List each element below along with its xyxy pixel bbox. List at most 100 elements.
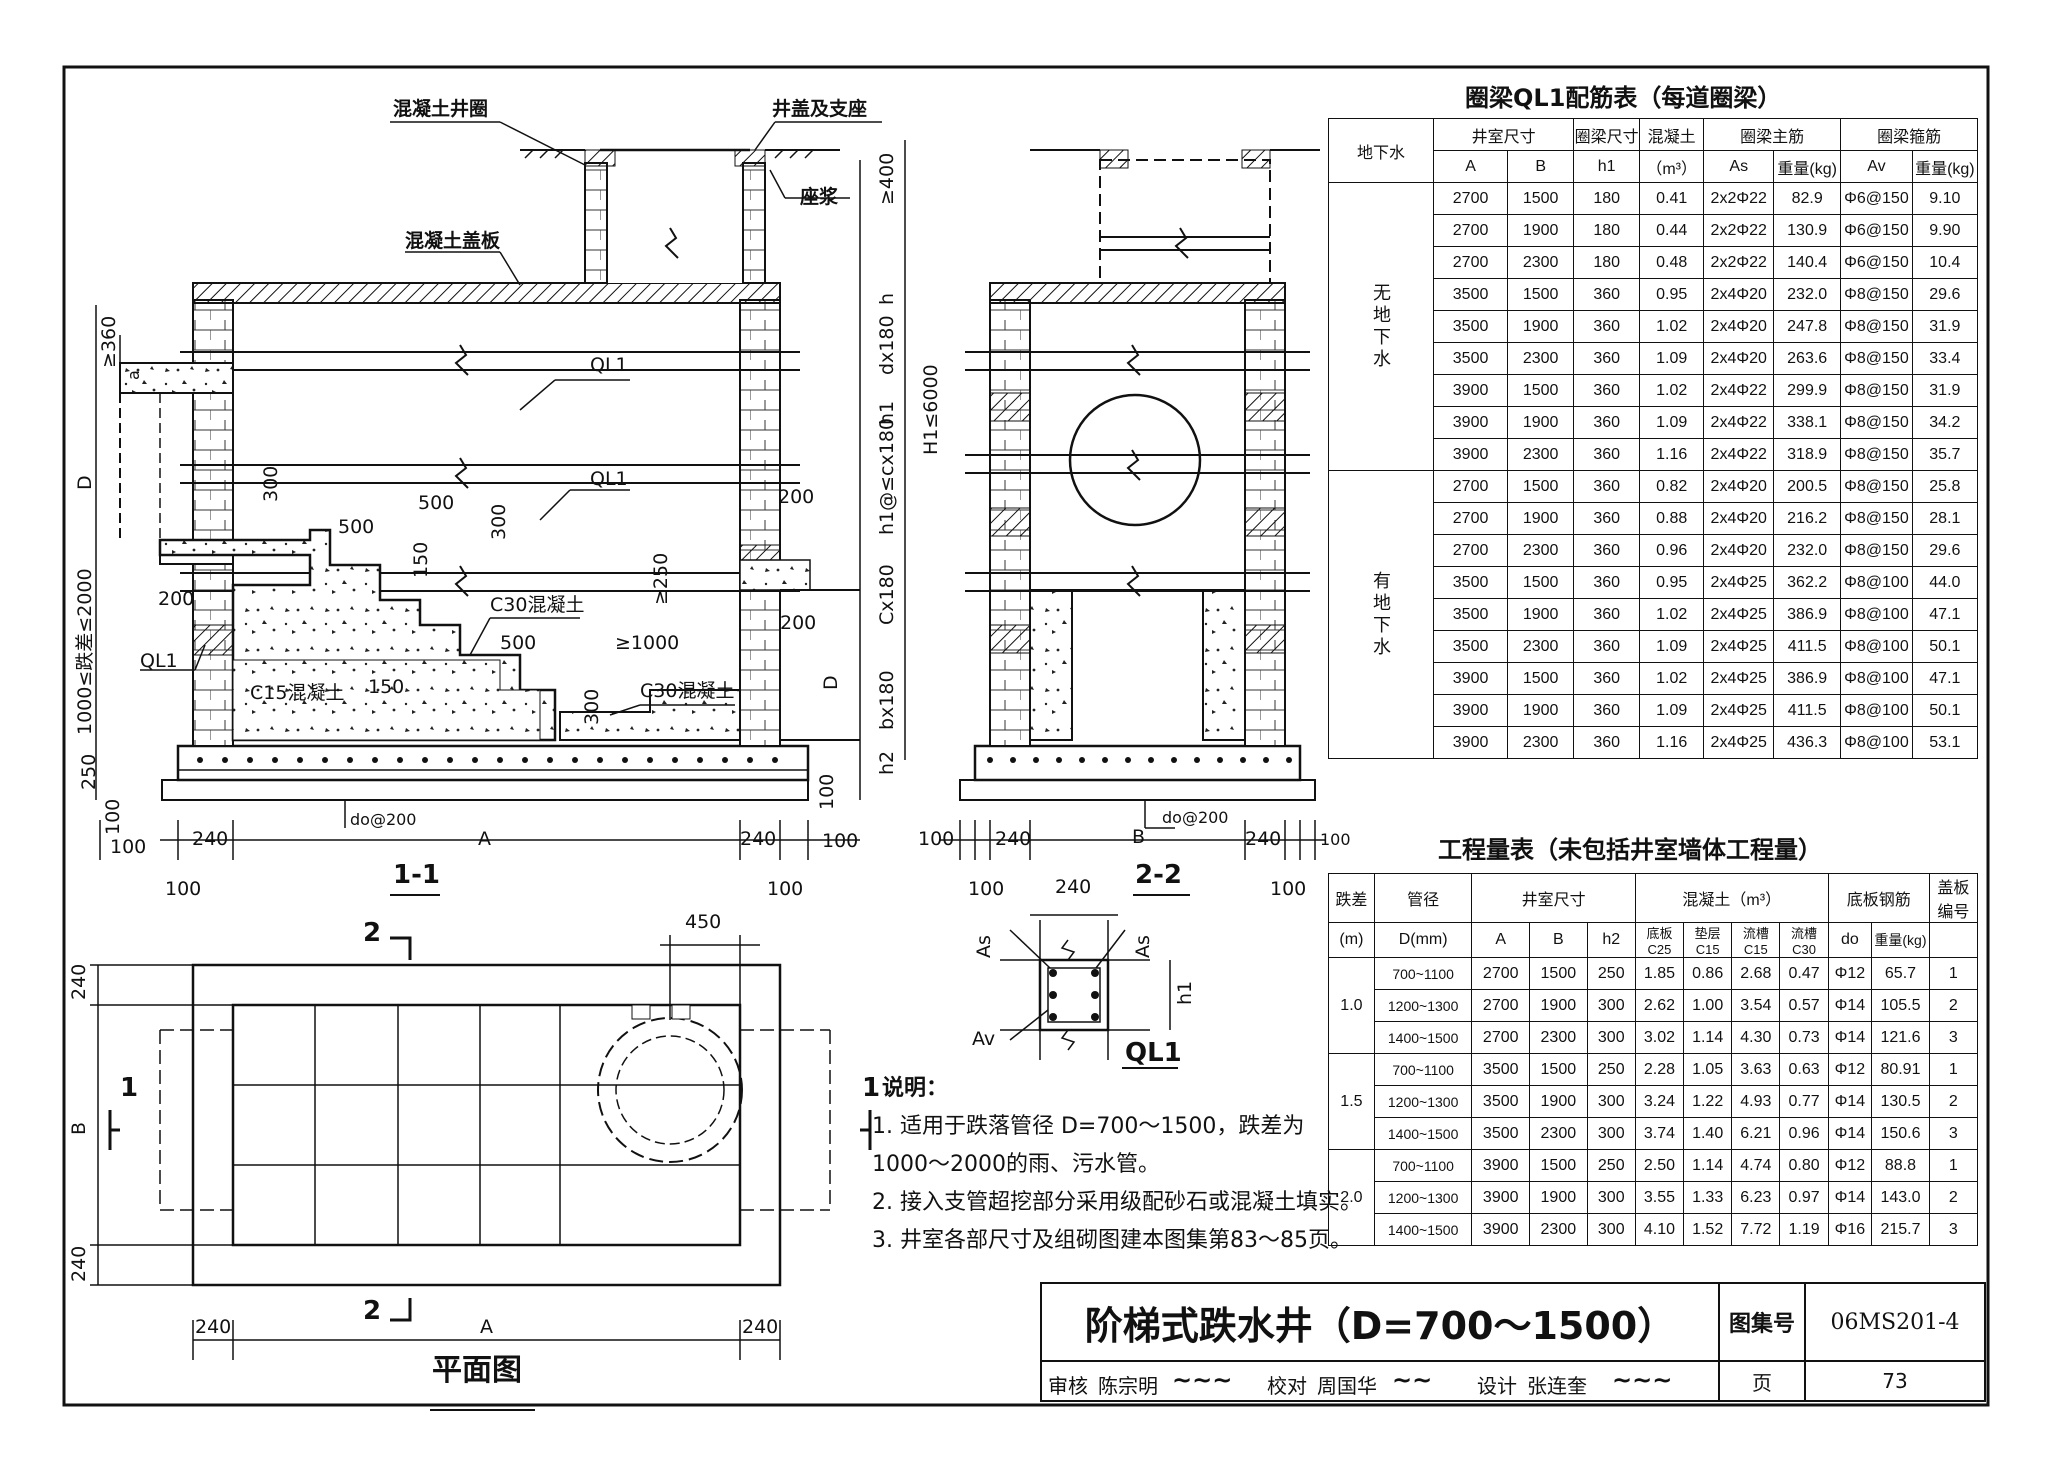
qty-th-cover: 盖板编号 [1928,873,1979,923]
dim-500c: 500 [500,632,537,654]
note-1-cont: 1000～2000的雨、污水管。 [872,1152,1160,1177]
ql1-table-cell: 1.02 [1639,374,1705,407]
ql1-table-cell: Φ8@150 [1840,470,1913,503]
qty-table-cell: 300 [1586,1213,1636,1246]
ql1-table-cell: 2x4Φ22 [1703,438,1775,471]
qty-table-cell: 1.14 [1683,1149,1733,1182]
ql1-group-cell: 有地下水 [1328,470,1434,759]
ql1-table-cell: 50.1 [1911,630,1979,663]
ql1-table-cell: 34.2 [1911,406,1979,439]
ql1-table-cell: 2300 [1507,630,1575,663]
qty-table-cell: 1 [1928,1053,1979,1086]
qty-table-cell: 3 [1928,1213,1979,1246]
dim-A-section: A [478,828,491,850]
qty-th-A: A [1471,922,1531,958]
ql1-table-cell: 50.1 [1911,694,1979,727]
qty-th-c4: 流槽C30 [1779,922,1829,958]
qty-table-cell: 3900 [1471,1149,1531,1182]
ql1-table-cell: 31.9 [1911,374,1979,407]
ql1-table-cell: 3500 [1432,630,1509,663]
ql1-table-cell: 2300 [1507,438,1575,471]
ql1-table-cell: 1.09 [1639,406,1705,439]
section-2-2-label: 2-2 [1135,860,1182,890]
ql1-th-stir: 圈梁箍筋 [1840,118,1978,151]
qty-table-cell: 3.74 [1634,1117,1685,1150]
qty-table-cell: 6.21 [1731,1117,1781,1150]
qty-th-h2: h2 [1586,922,1636,958]
dim-150b: 150 [368,676,405,698]
qty-table-cell: 1.85 [1634,957,1685,990]
ql1-table-cell: 3900 [1432,694,1509,727]
dim-h2: h2 [876,750,898,775]
dim-a: a [124,370,143,380]
ql1-table-cell: Φ6@150 [1840,182,1913,215]
qty-table-cell: 1.05 [1683,1053,1733,1086]
page-label: 页 [1720,1362,1806,1400]
qty-table-cell: 105.5 [1871,989,1930,1022]
note-cover: 井盖及支座 [772,98,868,120]
ql1-table-cell: 9.10 [1911,182,1979,215]
note-ql1-c: QL1 [140,650,178,672]
qty-table-cell: 700~1100 [1373,957,1473,990]
ql1-table-cell: 1500 [1507,566,1575,599]
qty-table-cell: 700~1100 [1373,1053,1473,1086]
ql1-table-cell: 247.8 [1773,310,1842,343]
general-notes: 说明： 1. 适用于跌落管径 D=700～1500，跌差为 1000～2000的… [872,1070,1362,1260]
qty-th-do: do [1827,922,1873,958]
ql1-table-cell: 3500 [1432,310,1509,343]
qty-table-cell: 1.22 [1683,1085,1733,1118]
dim-D-left: D [74,475,96,490]
qty-th-steel: 底板钢筋 [1827,873,1930,923]
ql1-th-main: 圈梁主筋 [1703,118,1842,151]
ql1-table-cell: 31.9 [1911,310,1979,343]
qty-table-cell: 4.10 [1634,1213,1685,1246]
ql1-table-cell: Φ8@100 [1840,726,1913,759]
ql1-table-cell: 360 [1573,694,1641,727]
checker-name: 周国华 [1317,1374,1377,1398]
ql1-table-cell: Φ8@150 [1840,310,1913,343]
qty-table-cell: 3500 [1471,1085,1531,1118]
dim-100-b: 100 [165,878,202,900]
notes-heading: 说明： [882,1076,949,1101]
ql1-table-cell: 25.8 [1911,470,1979,503]
plan-cut-2-bottom: 2 [363,1296,382,1326]
reviewer-signature: ~~~ [1172,1366,1233,1394]
design-label: 设计 [1477,1374,1517,1398]
qty-th-cover-no [1928,922,1979,958]
ql1-table-cell: Φ8@150 [1840,278,1913,311]
qty-table-cell: 2300 [1529,1117,1588,1150]
dim-h: h [876,292,898,305]
dim-100-a: 100 [110,836,147,858]
qty-table-cell: 1900 [1529,989,1588,1022]
section-1-1-label: 1-1 [393,860,440,890]
ql1-table-cell: 33.4 [1911,342,1979,375]
ql1-th-ql: 圈梁尺寸 [1573,118,1641,151]
ql1-table-cell: Φ8@100 [1840,566,1913,599]
ql1-table-cell: 1500 [1507,374,1575,407]
ql1-th-conc: 混凝土 [1639,118,1705,151]
ql1-table-cell: 2x4Φ25 [1703,630,1775,663]
dim-h1total: H1≤6000 [920,364,942,455]
dim-22-100d: 100 [1320,830,1351,849]
qty-table-cell: 1.33 [1683,1181,1733,1214]
qty-table-cell: 0.57 [1779,989,1829,1022]
qty-table-cell: 2.28 [1634,1053,1685,1086]
qty-table-cell: 4.74 [1731,1149,1781,1182]
qty-table-cell: 7.72 [1731,1213,1781,1246]
dim-100-d: 100 [822,830,859,852]
ql1-table-cell: 0.48 [1639,246,1705,279]
qty-table-cell: 1200~1300 [1373,989,1473,1022]
dim-150: 150 [410,541,432,578]
plan-dim-A: A [480,1316,493,1338]
ql1-as-right: As [1132,935,1154,958]
dim-300c: 300 [581,688,603,725]
dim-200b: 200 [158,588,195,610]
ql1-table-cell: 1.16 [1639,438,1705,471]
